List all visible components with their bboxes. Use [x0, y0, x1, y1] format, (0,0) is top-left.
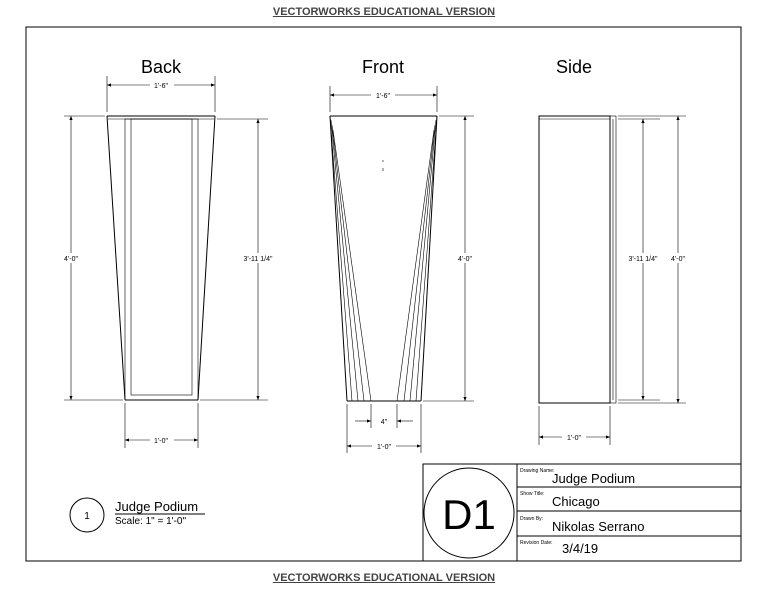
- front-right-facet-1: [415, 115, 438, 402]
- front-left-facet-1: [329, 115, 353, 402]
- side-body: [538, 115, 611, 404]
- front-dim-right-label: 4'-0": [458, 256, 472, 263]
- drawn-by-value: Nikolas Serrano: [552, 519, 645, 534]
- front-dim-top-label: 1'-6": [376, 93, 390, 100]
- title-block-frame: [422, 463, 742, 562]
- front-right-facet-4: [396, 129, 435, 402]
- drawing-tag-scale: Scale: 1" = 1'-0": [115, 516, 186, 527]
- side-view-title: Side: [556, 57, 592, 77]
- front-left-facet-2: [330, 119, 359, 402]
- back-left-edge: [106, 115, 126, 401]
- side-lip: [609, 115, 617, 404]
- show-title-label: Show Title:: [520, 491, 544, 497]
- side-dim-inner-label: 3'-11 1/4": [629, 256, 659, 263]
- back-view: Back 1'-6" 4'-0" 3'-11 1/4" 1'-0": [59, 57, 277, 448]
- watermark-bottom: VECTORWORKS EDUCATIONAL VERSION: [272, 572, 496, 584]
- front-dim-bottom-label: 1'-0": [377, 444, 391, 451]
- front-view-title: Front: [362, 57, 404, 77]
- back-dim-bottom-label: 1'-0": [154, 438, 168, 445]
- sheet-id: D1: [442, 491, 496, 538]
- back-inner-frame: [124, 118, 199, 401]
- drawn-by-label: Drawn By:: [520, 516, 543, 522]
- front-left-facet-4: [332, 129, 372, 402]
- title-block: D1 Drawing Name: Judge Podium Show Title…: [422, 463, 742, 562]
- back-dim-left-label: 4'-0": [64, 256, 78, 263]
- back-dim-right-label: 3'-11 1/4": [244, 256, 274, 263]
- drawing-name-value: Judge Podium: [552, 471, 635, 486]
- front-right-edge: [420, 115, 438, 402]
- drawing-tag-number: 1: [84, 511, 90, 522]
- front-dim-gap-label: 4": [381, 419, 388, 426]
- sheet-id-circle: [423, 467, 515, 559]
- drawing-name-label: Drawing Name:: [520, 468, 554, 474]
- back-view-title: Back: [141, 57, 182, 77]
- drawing-tag: 1 Judge Podium Scale: 1" = 1'-0": [69, 497, 205, 533]
- front-left-edge: [329, 115, 348, 402]
- side-view: Side 3'-11 1/4" 4'-0" 1'-0": [538, 57, 690, 445]
- drawing-tag-title: Judge Podium: [115, 499, 198, 514]
- back-dim-top-label: 1'-6": [154, 83, 168, 90]
- revision-date-value: 3/4/19: [562, 541, 598, 556]
- revision-date-label: Revision Date:: [520, 540, 553, 546]
- front-view: Front 1'-6" 4'-0": [329, 57, 477, 453]
- sheet-border: [25, 26, 742, 562]
- side-dim-bottom-label: 1'-0": [567, 435, 581, 442]
- show-title-value: Chicago: [552, 494, 600, 509]
- watermark-top: VECTORWORKS EDUCATIONAL VERSION: [272, 6, 496, 18]
- side-dim-right-label: 4'-0": [671, 256, 685, 263]
- back-right-edge: [197, 115, 216, 401]
- front-right-facet-2: [409, 119, 437, 402]
- front-right-facet-3: [403, 124, 436, 402]
- drawing-tag-circle: [69, 497, 105, 533]
- front-left-facet-3: [331, 124, 365, 402]
- back-inner-panel: [130, 118, 193, 396]
